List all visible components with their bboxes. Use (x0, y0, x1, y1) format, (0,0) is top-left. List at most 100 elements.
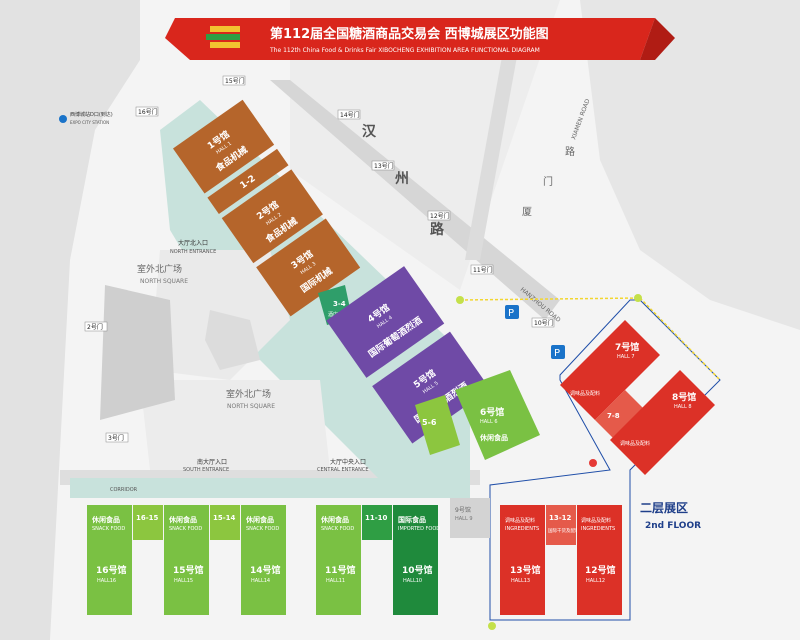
hall-1-2[interactable] (207, 148, 289, 215)
hall-12-cat: 调味品及配料 (581, 517, 611, 524)
hall-8-cat: 调味品及配料 (620, 440, 650, 447)
info-icon[interactable] (589, 459, 597, 467)
svg-text:P: P (508, 308, 514, 319)
header-banner (165, 18, 655, 60)
hall-15-14[interactable]: 15-14 (210, 505, 240, 540)
hall-7[interactable]: 7号馆 HALL 7 调味品及配料 (560, 320, 660, 420)
hall-12[interactable]: 调味品及配料 INGREDIENTS 12号馆 HALL12 (577, 505, 622, 615)
hall-16[interactable]: 休闲食品 SNACK FOOD 16号馆 HALL16 (87, 505, 132, 615)
hall-12-cat-en: INGREDIENTS (581, 526, 615, 532)
metro-icon (59, 115, 67, 123)
hall-13-en: HALL13 (511, 578, 530, 584)
hall-16-cat-en: SNACK FOOD (92, 526, 125, 532)
road-label-lu: 路 (430, 221, 445, 238)
route-node-1 (456, 296, 464, 304)
xiamen-road-label-1: 厦 (522, 206, 532, 218)
svg-text:15号门: 15号门 (225, 77, 245, 85)
hall-3[interactable] (256, 218, 361, 317)
green-patch (100, 285, 175, 420)
svg-text:P: P (554, 348, 560, 359)
north-square-label-en: NORTH SQUARE (140, 278, 188, 285)
south-corridor (70, 478, 470, 498)
gate-12[interactable]: 12号门 (427, 210, 451, 221)
hall-7-label: 7号馆 (615, 341, 639, 353)
top-middle-block (290, 0, 560, 290)
gate-13[interactable]: 13号门 (371, 160, 395, 171)
hall-11-cat: 休闲食品 (320, 515, 349, 524)
north-entrance-label-zh: 大厅北入口 (178, 239, 208, 247)
hall-15-label: 15号馆 (173, 564, 204, 576)
hall-13-cat-en: INGREDIENTS (505, 526, 539, 532)
station-label: 西博城站D口(到达) (70, 111, 113, 118)
hall-10[interactable]: 国际食品 IMPORTED FOOD 10号馆 HALL10 (393, 505, 440, 615)
hall-10-cat: 国际食品 (398, 515, 426, 524)
hall-10-en: HALL10 (403, 578, 422, 584)
hall-3-4-label: 3-4 (333, 300, 346, 308)
svg-text:10号门: 10号门 (534, 319, 554, 327)
header-title-zh: 第112届全国糖酒商品交易会 西博城展区功能图 (270, 26, 549, 42)
square-patch (205, 310, 260, 370)
route-node-2 (634, 294, 642, 302)
xiamen-road-segment (465, 40, 520, 260)
road-label-han: 汉 (362, 124, 377, 140)
hall-16-15-label: 16-15 (136, 514, 159, 522)
hall-10-label: 10号馆 (402, 564, 433, 576)
hall-5-6-label: 5-6 (422, 418, 437, 427)
hall-7-8[interactable]: 7-8 (595, 390, 645, 440)
hall-15-cat: 休闲食品 (168, 515, 197, 524)
hall-11[interactable]: 休闲食品 SNACK FOOD 11号馆 HALL11 (316, 505, 361, 615)
banner-tail (640, 18, 675, 60)
fair-logo (206, 26, 240, 48)
hall-5[interactable] (372, 331, 491, 444)
hall-7-cat: 调味品及配料 (570, 390, 600, 397)
hall-13-cat: 调味品及配料 (505, 517, 535, 524)
road-label-zhou: 州 (394, 171, 409, 187)
central-entrance-label-en: CENTRAL ENTRANCE (317, 467, 369, 473)
hall-11-10[interactable]: 11-10 (362, 505, 392, 540)
hall-9-label: 9号馆 (455, 506, 471, 514)
hall-16-label: 16号馆 (96, 564, 127, 576)
gate-15[interactable]: 15号门 (222, 75, 246, 86)
gate-11[interactable]: 11号门 (470, 264, 494, 275)
hall-6[interactable]: 6号馆 HALL 6 休闲食品 (455, 370, 540, 460)
hall-6-cat: 休闲食品 (479, 433, 508, 442)
gate-14[interactable]: 14号门 (337, 109, 361, 120)
hall-7-8-label: 7-8 (607, 412, 620, 420)
south-entrance-label-en: SOUTH ENTRANCE (183, 467, 229, 473)
hall-12-label: 12号馆 (585, 564, 616, 576)
hall-13-label: 13号馆 (510, 564, 541, 576)
hall-9[interactable]: 9号馆 HALL 9 (450, 498, 490, 538)
gate-3[interactable]: 3号门 (105, 432, 129, 443)
hall-16-en: HALL16 (97, 578, 116, 584)
hall-15-en: HALL15 (174, 578, 193, 584)
xiamen-road-label-3: 路 (565, 145, 575, 158)
hall-8-en: HALL 8 (674, 404, 692, 410)
header-title-en: The 112th China Food & Drinks Fair XIBOC… (269, 47, 540, 54)
hall-5-6[interactable]: 5-6 (415, 395, 460, 455)
hall-4[interactable] (326, 266, 445, 378)
hall-13-12[interactable]: 13-12 国际干货及配料 (546, 505, 580, 545)
hall-16-15[interactable]: 16-15 (133, 505, 163, 540)
gate-16[interactable]: 16号门 (135, 106, 159, 117)
hall-15[interactable]: 休闲食品 SNACK FOOD 15号馆 HALL15 (164, 505, 209, 615)
hall-14[interactable]: 休闲食品 SNACK FOOD 14号馆 HALL14 (241, 505, 286, 615)
hall-15-cat-en: SNACK FOOD (169, 526, 202, 532)
parking-icon-1: P (505, 305, 519, 319)
hall-12-en: HALL12 (586, 578, 605, 584)
south-corridor-label: CORRIDOR (110, 487, 138, 493)
south-entrance-label-zh: 南大厅入口 (197, 458, 227, 466)
hall-13[interactable]: 调味品及配料 INGREDIENTS 13号馆 HALL13 (500, 505, 545, 615)
gate-10[interactable]: 10号门 (531, 317, 555, 328)
hall-13-12-label: 13-12 (549, 514, 572, 522)
hall-2[interactable] (221, 169, 323, 264)
hall-8-label: 8号馆 (672, 391, 696, 403)
svg-text:3号门: 3号门 (108, 434, 124, 442)
hall-15-14-label: 15-14 (213, 514, 236, 522)
gate-2[interactable]: 2号门 (84, 321, 108, 332)
svg-text:13号门: 13号门 (374, 162, 394, 170)
hall-8[interactable]: 8号馆 HALL 8 调味品及配料 (610, 370, 715, 475)
parking-icon-2: P (551, 345, 565, 359)
north-square-2 (140, 380, 330, 470)
hall-1[interactable] (172, 99, 275, 194)
